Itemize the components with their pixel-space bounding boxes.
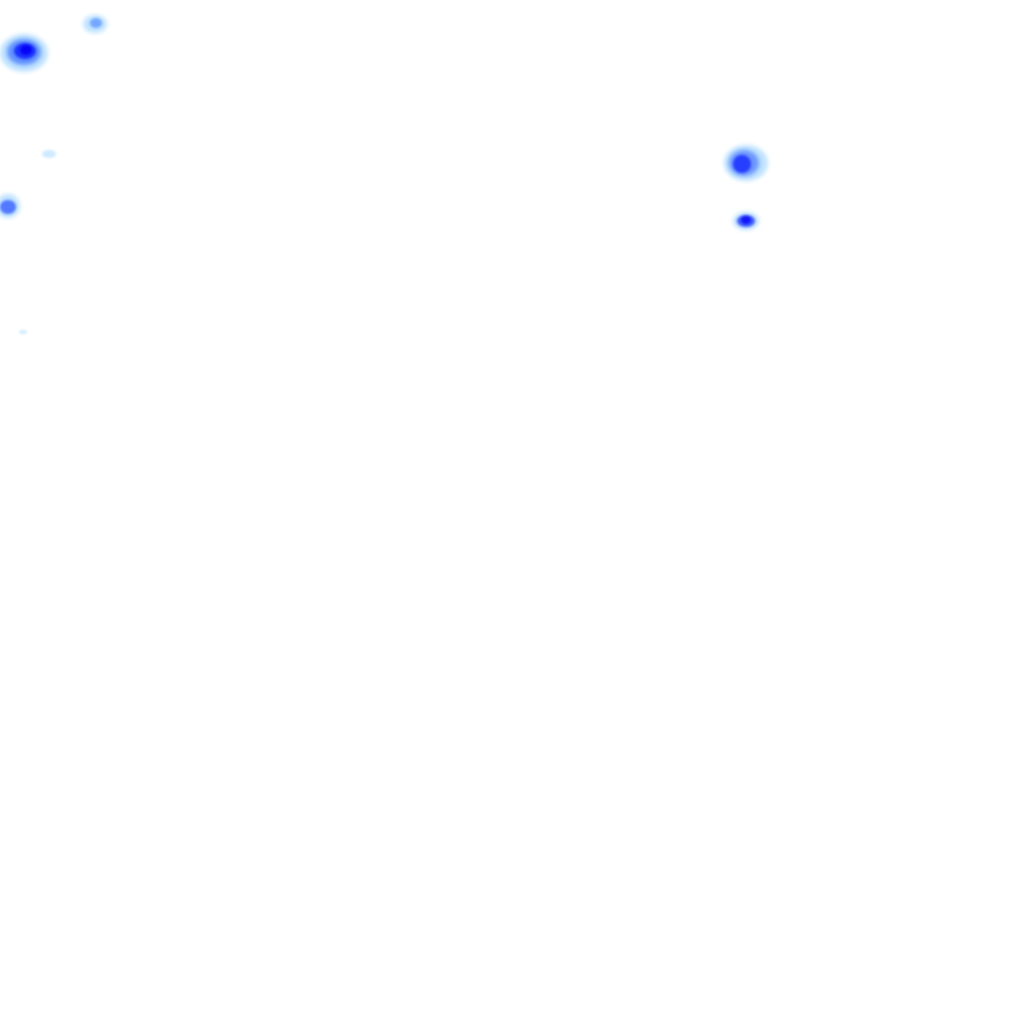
precipitation-cell bbox=[42, 150, 56, 158]
precipitation-cell bbox=[733, 212, 759, 230]
precipitation-cell bbox=[724, 145, 768, 181]
precipitation-cell bbox=[0, 194, 20, 218]
precipitation-cell bbox=[19, 330, 27, 334]
precipitation-cell bbox=[83, 15, 107, 33]
precipitation-cell bbox=[0, 34, 48, 72]
